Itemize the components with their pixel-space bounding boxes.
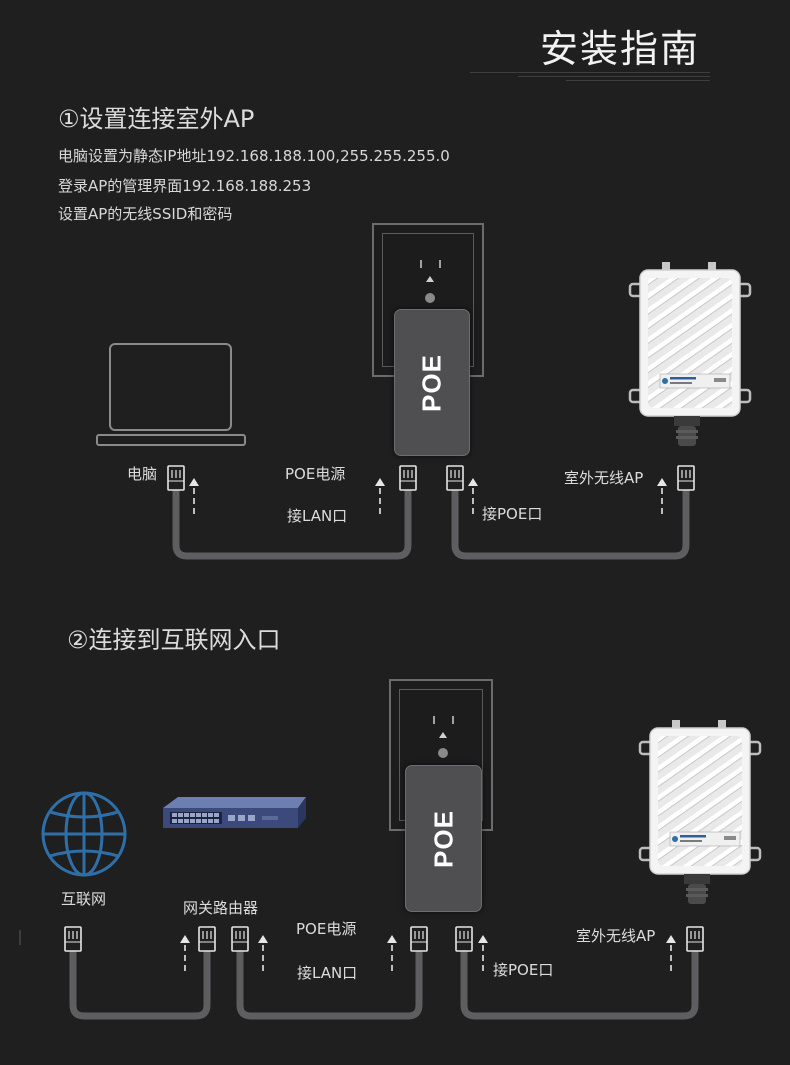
poe-injector: POE (394, 309, 470, 456)
ethernet-cable (69, 950, 211, 1020)
label-outdoor-ap: 室外无线AP (564, 469, 644, 487)
laptop-base (96, 434, 246, 446)
page-title: 安装指南 (540, 27, 701, 71)
router-icon (163, 797, 306, 828)
rj45-connector-icon (64, 926, 82, 952)
rj45-connector-icon (446, 465, 464, 491)
arrow-up-icon (179, 934, 191, 972)
instruction-static-ip: 电脑设置为静态IP地址192.168.188.100,255.255.255.0 (58, 147, 450, 165)
arrow-up-icon (386, 934, 398, 972)
arrow-up-icon (477, 934, 489, 972)
arrow-up-icon (665, 934, 677, 972)
laptop-icon (109, 343, 232, 431)
arrow-up-icon (656, 477, 668, 515)
label-computer: 电脑 (127, 465, 158, 483)
label-poe-power: POE电源 (285, 465, 346, 483)
label-poe-power: POE电源 (296, 920, 357, 938)
rj45-connector-icon (231, 926, 249, 952)
rj45-connector-icon (677, 465, 695, 491)
label-outdoor-ap: 室外无线AP (576, 927, 656, 945)
arrow-up-icon (188, 477, 200, 515)
rj45-connector-icon (198, 926, 216, 952)
instruction-set-ssid: 设置AP的无线SSID和密码 (58, 205, 233, 223)
ethernet-cable (172, 490, 412, 560)
label-lan-port: 接LAN口 (297, 964, 358, 982)
rj45-connector-icon (399, 465, 417, 491)
outdoor-ap-icon (638, 718, 762, 906)
globe-icon (41, 791, 127, 877)
rj45-connector-icon (455, 926, 473, 952)
header-fine-print (470, 72, 710, 84)
rj45-connector-icon (410, 926, 428, 952)
arrow-up-icon (257, 934, 269, 972)
rj45-connector-icon (167, 465, 185, 491)
arrow-up-icon (467, 477, 479, 515)
label-poe-port: 接POE口 (482, 505, 543, 523)
label-router: 网关路由器 (183, 899, 259, 917)
arrow-up-icon (374, 477, 386, 515)
ethernet-cable (460, 950, 699, 1020)
section1-title: ①设置连接室外AP (58, 105, 255, 133)
rj45-connector-icon (686, 926, 704, 952)
label-poe-port: 接POE口 (493, 961, 554, 979)
label-lan-port: 接LAN口 (287, 507, 348, 525)
ethernet-cable (236, 950, 423, 1020)
label-internet: 互联网 (61, 890, 107, 908)
ethernet-cable (451, 490, 690, 560)
outdoor-ap-icon (628, 260, 752, 448)
instruction-login-ap: 登录AP的管理界面192.168.188.253 (58, 177, 312, 195)
poe-injector: POE (405, 765, 482, 912)
section2-title: ②连接到互联网入口 (67, 626, 281, 654)
